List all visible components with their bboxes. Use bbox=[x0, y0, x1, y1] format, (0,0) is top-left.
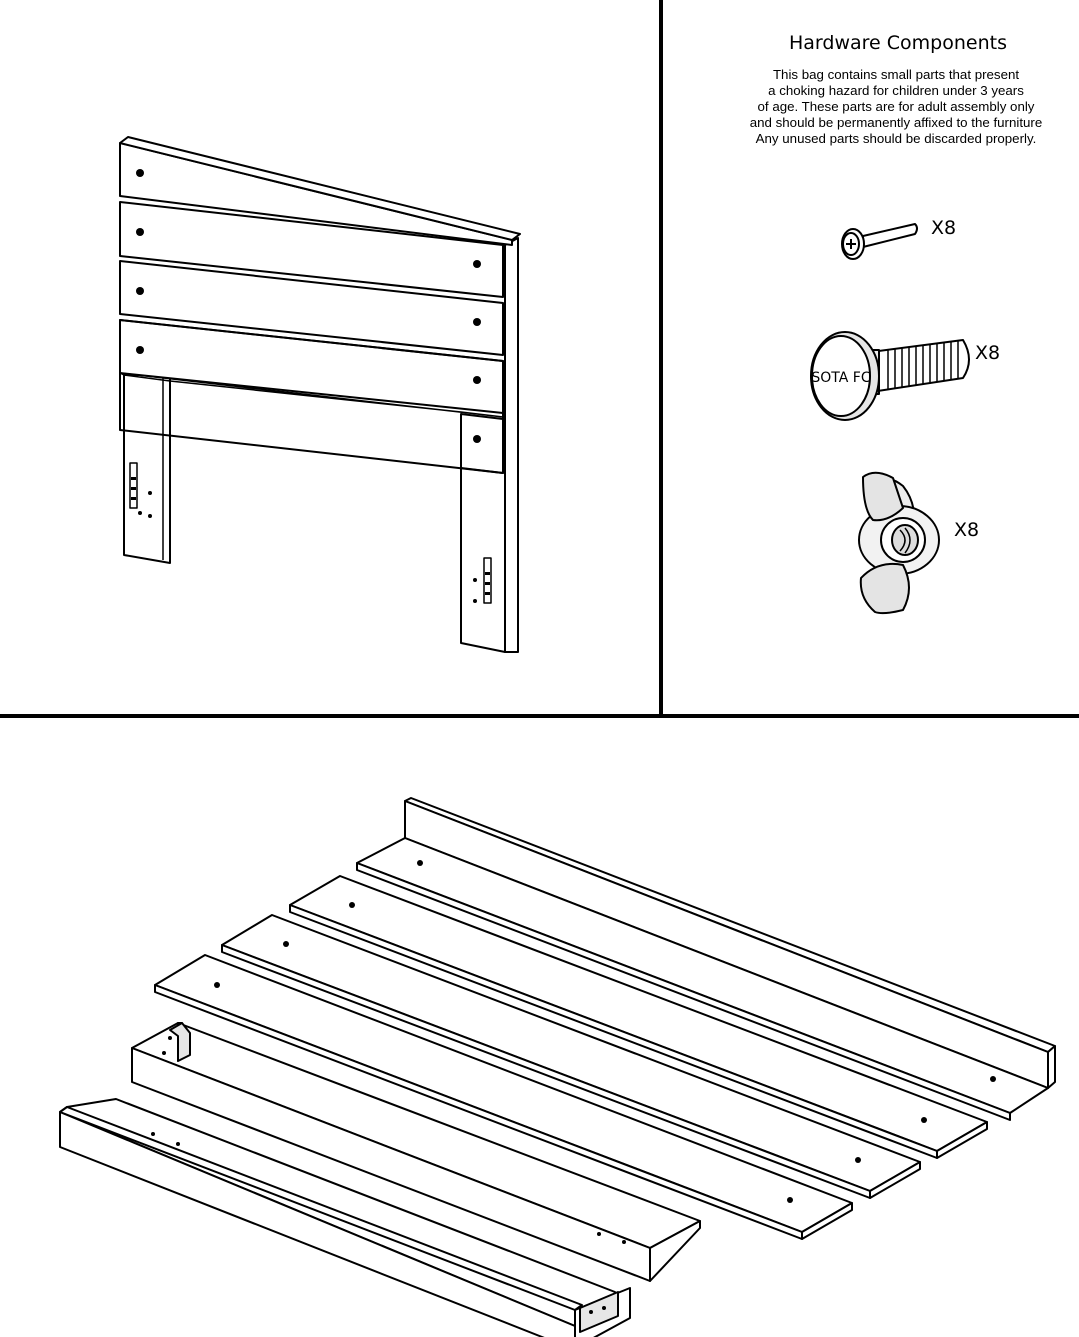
slat-2 bbox=[221, 914, 921, 1199]
rails-panel bbox=[0, 718, 1079, 1337]
hardware-title: Hardware Components bbox=[789, 32, 1007, 54]
wing-nut-qty: X8 bbox=[954, 519, 980, 541]
warning-line: Any unused parts should be discarded pro… bbox=[755, 131, 1037, 146]
warning-line: and should be permanently affixed to the… bbox=[749, 115, 1043, 130]
screw-icon bbox=[841, 223, 918, 260]
slat-1 bbox=[289, 875, 988, 1159]
warning-line: This bag contains small parts that prese… bbox=[772, 67, 1020, 82]
bolt-qty: X8 bbox=[975, 342, 1001, 364]
warning-line: of age. These parts are for adult assemb… bbox=[757, 99, 1035, 114]
angle-rail-middle bbox=[131, 1022, 701, 1282]
headboard-panel bbox=[0, 0, 659, 714]
bolt-icon: SOTA FC bbox=[810, 331, 970, 421]
wing-nut-icon bbox=[858, 471, 940, 615]
choking-hazard-warning: This bag contains small parts that prese… bbox=[713, 67, 1079, 147]
hardware-panel: Hardware Components This bag contains sm… bbox=[663, 0, 1079, 714]
bolt-head-text: SOTA FC bbox=[811, 370, 870, 386]
side-rails-and-slats-illustration bbox=[59, 797, 1056, 1337]
horizontal-divider bbox=[0, 714, 1079, 718]
vertical-divider bbox=[659, 0, 663, 716]
angle-rail-bottom bbox=[59, 1098, 631, 1337]
headboard-illustration bbox=[119, 136, 521, 653]
hardware-illustrations: SOTA FC bbox=[810, 223, 970, 615]
angle-rail-top bbox=[356, 797, 1056, 1121]
slat-3 bbox=[154, 954, 853, 1240]
warning-line: a choking hazard for children under 3 ye… bbox=[768, 83, 1024, 98]
screw-qty: X8 bbox=[931, 217, 957, 239]
